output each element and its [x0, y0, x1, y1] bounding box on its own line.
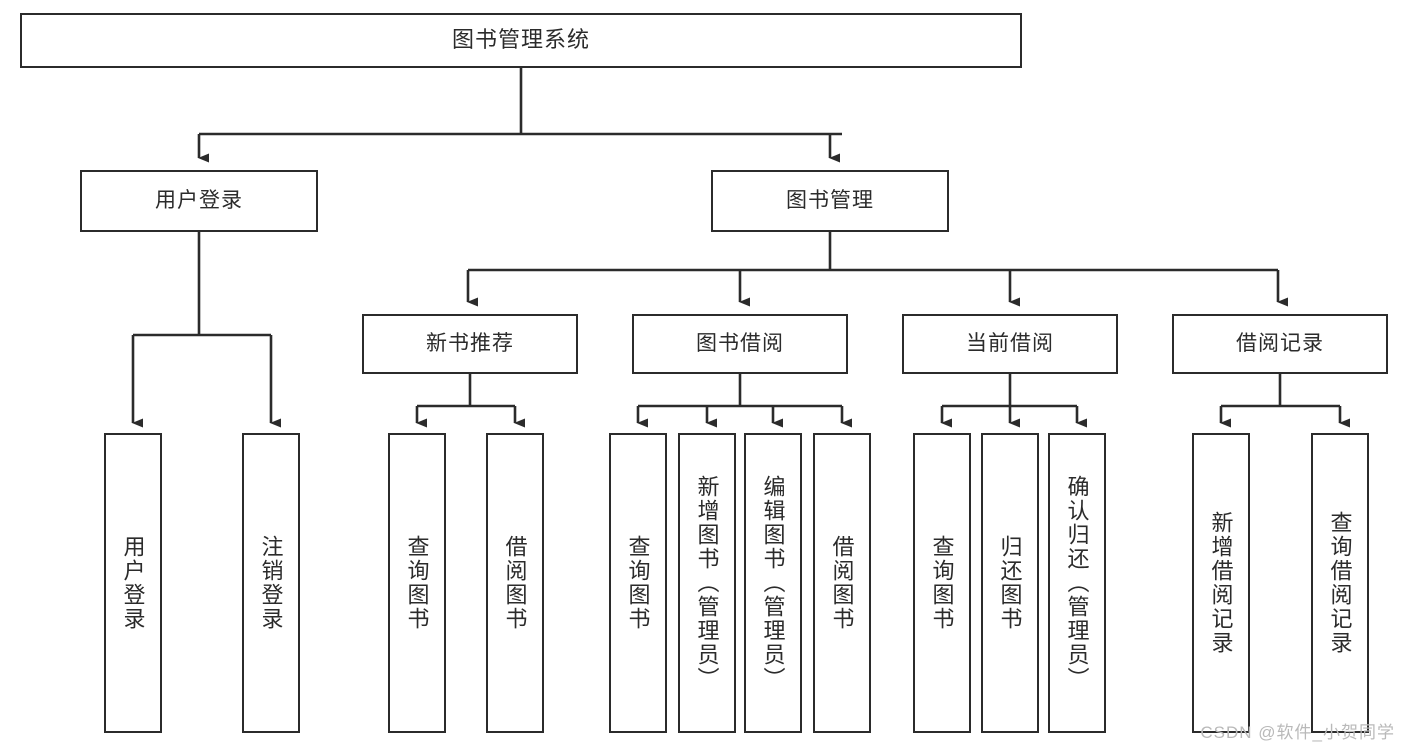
leaf-current-borrow-return[interactable]: 归还图书 [981, 433, 1039, 733]
leaf-current-borrow-confirm-return[interactable]: 确认归还（管理员） [1048, 433, 1106, 733]
node-label: 注销登录 [258, 535, 284, 631]
leaf-new-book-query[interactable]: 查询图书 [388, 433, 446, 733]
node-label: 新增借阅记录 [1208, 511, 1234, 655]
leaf-borrow-record-add[interactable]: 新增借阅记录 [1192, 433, 1250, 733]
leaf-current-borrow-query[interactable]: 查询图书 [913, 433, 971, 733]
leaf-borrow-record-query[interactable]: 查询借阅记录 [1311, 433, 1369, 733]
leaf-book-borrow-query[interactable]: 查询图书 [609, 433, 667, 733]
node-book-borrow[interactable]: 图书借阅 [632, 314, 848, 374]
node-label: 确认归还（管理员） [1064, 475, 1090, 691]
node-borrow-record[interactable]: 借阅记录 [1172, 314, 1388, 374]
node-label: 图书借阅 [696, 332, 784, 356]
node-label: 用户登录 [155, 189, 243, 213]
node-label: 新书推荐 [426, 332, 514, 356]
node-book-management[interactable]: 图书管理 [711, 170, 949, 232]
node-user-login[interactable]: 用户登录 [80, 170, 318, 232]
node-label: 查询图书 [625, 535, 651, 631]
leaf-book-borrow-edit[interactable]: 编辑图书（管理员） [744, 433, 802, 733]
leaf-user-login-login[interactable]: 用户登录 [104, 433, 162, 733]
leaf-book-borrow-add[interactable]: 新增图书（管理员） [678, 433, 736, 733]
leaf-book-borrow-lend[interactable]: 借阅图书 [813, 433, 871, 733]
node-root-system[interactable]: 图书管理系统 [20, 13, 1022, 68]
node-label: 查询图书 [929, 535, 955, 631]
node-label: 图书管理 [786, 189, 874, 213]
node-current-borrow[interactable]: 当前借阅 [902, 314, 1118, 374]
node-label: 查询图书 [404, 535, 430, 631]
node-label: 编辑图书（管理员） [760, 475, 786, 691]
leaf-user-login-logout[interactable]: 注销登录 [242, 433, 300, 733]
node-label: 用户登录 [120, 535, 146, 631]
node-label: 当前借阅 [966, 332, 1054, 356]
node-label: 借阅图书 [829, 535, 855, 631]
node-label: 新增图书（管理员） [694, 475, 720, 691]
csdn-watermark: CSDN @软件_小贺同学 [1200, 723, 1395, 742]
leaf-new-book-borrow[interactable]: 借阅图书 [486, 433, 544, 733]
node-label: 借阅记录 [1236, 332, 1324, 356]
node-label: 图书管理系统 [451, 27, 590, 53]
node-label: 借阅图书 [502, 535, 528, 631]
node-label: 归还图书 [997, 535, 1023, 631]
node-new-book-recommend[interactable]: 新书推荐 [362, 314, 578, 374]
node-label: 查询借阅记录 [1327, 511, 1353, 655]
